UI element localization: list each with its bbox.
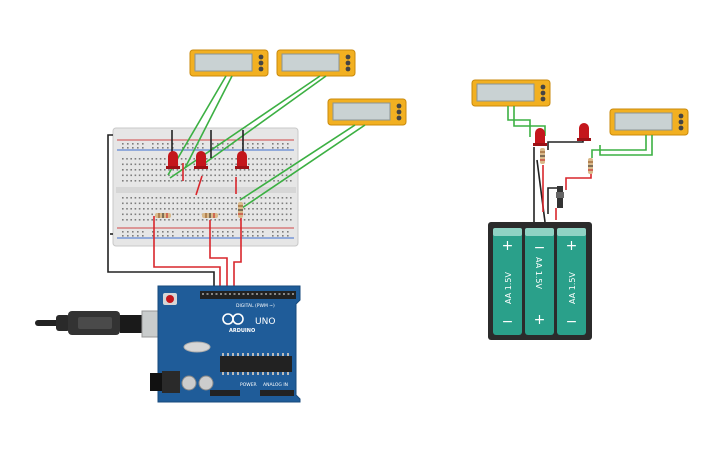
multimeter-2[interactable]	[276, 49, 356, 77]
cell-1-minus: −	[502, 314, 514, 330]
multimeter-3[interactable]	[327, 98, 407, 126]
resistor-3[interactable]	[238, 202, 243, 218]
red-wires-left	[153, 163, 242, 296]
resistor-4[interactable]	[540, 148, 545, 164]
chip-pins	[222, 353, 289, 375]
arduino-brand-label: ARDUINO	[229, 328, 255, 334]
multimeter-4[interactable]	[471, 79, 551, 107]
breadboard[interactable]	[112, 127, 299, 247]
multimeter-5[interactable]	[609, 108, 689, 136]
atmega-chip	[220, 356, 292, 372]
power-header-label: POWER	[240, 382, 257, 388]
cell-2-label: AA 1.5V	[534, 257, 543, 289]
battery-cell-3	[557, 228, 586, 335]
led-2[interactable]	[194, 151, 208, 169]
arduino-model-label: UNO	[255, 317, 275, 327]
reset-button[interactable]	[166, 295, 174, 303]
digital-header-pins	[202, 293, 294, 295]
arduino-uno-board[interactable]: DIGITAL (PWM ~) ARDUINO UNO POWER ANALOG…	[150, 285, 301, 403]
battery-cell-2	[525, 228, 554, 335]
led-1[interactable]	[166, 151, 180, 169]
battery-cell-1	[493, 228, 522, 335]
breadboard-holes	[122, 143, 292, 237]
resistor-5[interactable]	[588, 158, 593, 174]
cell-3-label: AA 1.5V	[568, 272, 577, 304]
led-4[interactable]	[533, 128, 547, 146]
power-jack[interactable]	[150, 373, 162, 391]
led-5[interactable]	[577, 123, 591, 141]
digital-header-label: DIGITAL (PWM ~)	[236, 303, 275, 309]
cell-3-plus: +	[566, 238, 578, 254]
analog-header-label: ANALOG IN	[263, 382, 288, 388]
cell-3-minus: −	[566, 314, 578, 330]
red-wires-right	[542, 165, 592, 220]
usb-cable[interactable]	[35, 310, 169, 338]
green-wires-right	[507, 106, 653, 158]
cell-1-label: AA 1.5V	[504, 272, 513, 304]
cell-2-plus: +	[534, 312, 546, 328]
battery-pack[interactable]: + − − + + − AA 1.5V AA 1.5V AA 1.5V	[488, 222, 592, 340]
resistor-2[interactable]	[202, 213, 218, 218]
led-3[interactable]	[235, 151, 249, 169]
resistor-1[interactable]	[155, 213, 171, 218]
cell-2-minus: −	[534, 240, 546, 256]
arduino-logo	[222, 313, 244, 325]
multimeter-1[interactable]	[189, 49, 269, 77]
slide-switch[interactable]	[556, 186, 564, 208]
cell-1-plus: +	[502, 238, 514, 254]
